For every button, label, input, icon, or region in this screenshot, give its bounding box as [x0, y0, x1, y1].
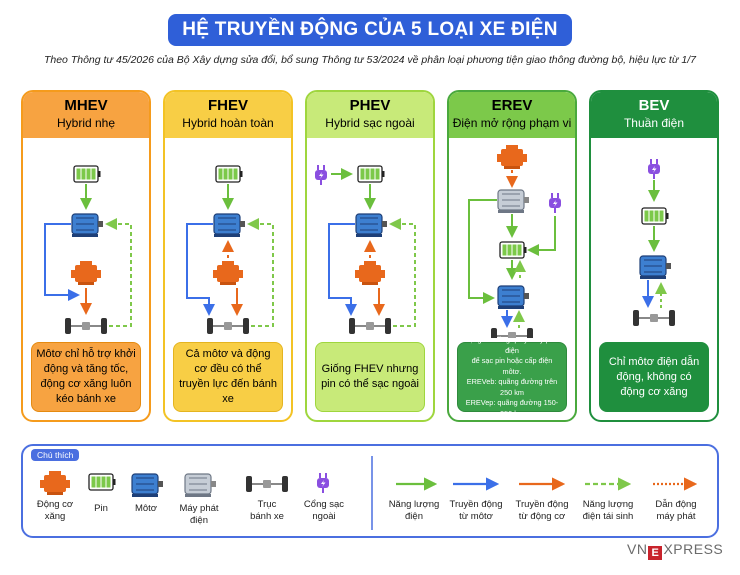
card-name: Hybrid hoàn toàn: [182, 116, 274, 130]
regen-arrow: [105, 218, 132, 327]
axle-icon: [64, 317, 108, 335]
legend-graphics: [40, 456, 698, 530]
card-fhev: FHEV Hybrid hoàn toàn Cả môtơ và động cơ…: [163, 90, 293, 422]
card-header: BEV Thuần điện: [591, 92, 717, 138]
motor-icon: [355, 213, 388, 238]
card-description: Cả môtơ và động cơ đều có thể truyền lực…: [173, 342, 283, 412]
desc-line: Động cơ xăng quay máy phát điện: [464, 335, 560, 355]
engine-icon: [355, 261, 385, 285]
card-description: Giống FHEV nhưng pin có thể sạc ngoài: [315, 342, 425, 412]
desc-line: EREVeb: quãng đường trên 250 km: [466, 377, 558, 397]
battery-icon: [357, 165, 386, 183]
motor-icon: [71, 213, 104, 238]
card-header: MHEV Hybrid nhẹ: [23, 92, 149, 138]
regen-arrow: [389, 218, 416, 327]
card-code: BEV: [638, 97, 670, 114]
plug-icon: [316, 472, 330, 494]
card-code: FHEV: [207, 97, 248, 114]
page-title: HỆ TRUYỀN ĐỘNG CỦA 5 LOẠI XE ĐIỆN HÓA: [168, 14, 572, 72]
legend-tag: Chú thích: [31, 449, 80, 461]
logo-mark: E: [648, 546, 663, 560]
powertrain-diagram-bev: [632, 158, 676, 327]
battery-icon: [641, 207, 670, 225]
powertrain-diagram-erev: [468, 145, 562, 338]
card-name: Hybrid nhẹ: [56, 116, 116, 130]
card-mhev: MHEV Hybrid nhẹ Môtơ chỉ hỗ trợ khởi độn…: [21, 90, 151, 422]
engine-icon: [71, 261, 101, 285]
plug-icon: [548, 192, 562, 214]
generator-icon: [497, 189, 530, 214]
motor-drive-arrow: [328, 223, 357, 316]
motor-icon: [213, 213, 246, 238]
battery-icon: [215, 165, 244, 183]
plug-icon: [314, 164, 328, 186]
motor-icon: [131, 473, 164, 498]
page-subtitle: Theo Thông tư 45/2026 của Bộ Xây dựng sử…: [43, 54, 697, 66]
card-description: Môtơ chỉ hỗ trợ khởi động và tăng tốc, đ…: [31, 342, 141, 412]
motor-drive-arrow: [186, 223, 215, 316]
legend-label: Môtơ: [134, 503, 158, 514]
axle-icon: [206, 317, 250, 335]
powertrain-diagram-fhev: [186, 165, 274, 335]
engine-icon: [497, 145, 527, 169]
battery-icon: [88, 473, 117, 491]
desc-line: để sạc pin hoặc cấp điện môtơ.: [471, 356, 553, 376]
card-name: Hybrid sạc ngoài: [325, 116, 415, 130]
motor-icon: [497, 285, 530, 310]
card-code: MHEV: [64, 97, 108, 114]
card-description: Chỉ môtơ điện dẫn động, không có động cơ…: [599, 342, 709, 412]
card-header: EREV Điện mở rộng phạm vi: [449, 92, 575, 138]
desc-line: EREVep: quãng đường 150-250 km: [465, 398, 559, 418]
axle-icon: [245, 475, 289, 493]
generator-icon: [184, 473, 217, 498]
legend-label: Pin: [94, 503, 108, 514]
card-code: EREV: [491, 97, 533, 114]
card-description: Động cơ xăng quay máy phát điện để sạc p…: [457, 335, 567, 418]
card-name: Thuần điện: [623, 116, 685, 130]
card-erev: EREV Điện mở rộng phạm vi Động cơ xăng q…: [447, 90, 577, 422]
regen-arrow: [247, 218, 274, 327]
charge-arrow: [527, 216, 556, 256]
battery-icon: [73, 165, 102, 183]
card-bev: BEV Thuần điện Chỉ môtơ điện dẫn động, k…: [589, 90, 719, 422]
powertrain-diagram-mhev: [44, 165, 132, 335]
battery-icon: [499, 241, 528, 259]
motor-icon: [639, 255, 672, 280]
card-name: Điện mở rộng phạm vi: [452, 116, 572, 130]
card-code: PHEV: [349, 97, 391, 114]
card-header: FHEV Hybrid hoàn toàn: [165, 92, 291, 138]
engine-icon: [213, 261, 243, 285]
plug-icon: [647, 158, 661, 180]
axle-icon: [348, 317, 392, 335]
motor-drive-arrow: [44, 223, 80, 301]
generator-to-motor-arrow: [468, 199, 497, 304]
card-phev: PHEV Hybrid sạc ngoài Giống FHEV nhưng p…: [305, 90, 435, 422]
engine-icon: [40, 471, 70, 495]
powertrain-diagram-phev: [314, 164, 416, 335]
card-header: PHEV Hybrid sạc ngoài: [307, 92, 433, 138]
axle-icon: [632, 309, 676, 327]
